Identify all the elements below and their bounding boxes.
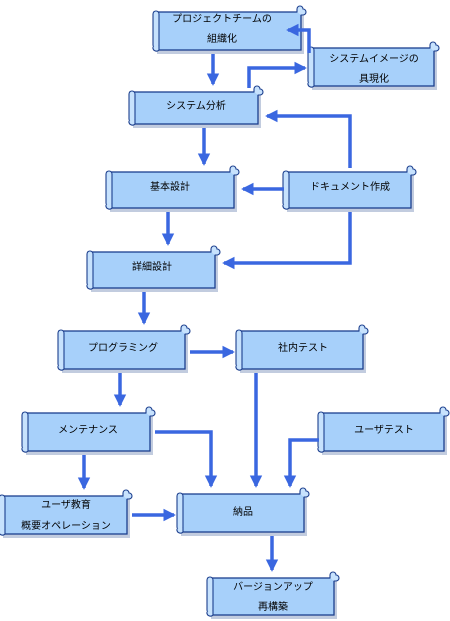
scroll-curl-top	[296, 5, 307, 16]
scroll-curl-bottom	[307, 81, 315, 88]
node-delivery: 納品	[176, 487, 310, 536]
scroll-curl-bottom	[176, 527, 184, 534]
scroll-roll-left	[317, 411, 325, 450]
scroll-curl-bottom	[57, 364, 65, 371]
arrow-user-test-to-delivery	[283, 438, 319, 488]
scroll-body	[0, 495, 128, 535]
scroll-body	[129, 91, 259, 125]
scroll-curl-bottom	[21, 446, 29, 453]
node-delivery-label: 納品	[233, 505, 253, 518]
scroll-curl-top	[253, 85, 264, 96]
scroll-curl-bottom	[235, 364, 243, 371]
scroll-curl-top	[210, 245, 221, 256]
scroll-curl-bottom	[0, 529, 6, 536]
scroll-roll-left	[57, 329, 65, 368]
node-basic-design: 基本設計	[105, 165, 240, 212]
node-programming-label: プログラミング	[88, 341, 158, 354]
arrow-system-image-to-project-team	[286, 23, 311, 53]
scroll-curl-top	[439, 406, 450, 417]
scroll-curl-top	[429, 41, 440, 52]
scroll-curl-bottom	[128, 119, 136, 126]
scroll-roll-left	[152, 10, 160, 49]
scroll-curl-bottom	[317, 446, 325, 453]
scroll-curl-bottom	[86, 283, 94, 290]
node-programming: プログラミング	[57, 324, 191, 373]
node-version-up: バージョンアップ 再構築	[206, 571, 340, 619]
scroll-curl-bottom	[282, 203, 290, 210]
arrow-maintenance-to-delivery	[155, 430, 218, 488]
scroll-body	[106, 171, 235, 209]
node-maintenance-label: メンテナンス	[58, 424, 118, 436]
scroll-curl-top	[229, 165, 240, 176]
node-internal-test-label: 社内テスト	[278, 341, 328, 354]
node-system-analysis-label: システム分析	[166, 99, 226, 112]
node-system-image: システムイメージの 具現化	[307, 41, 440, 90]
scroll-body	[207, 577, 335, 616]
arrow-document-creation-to-system-analysis	[265, 109, 352, 168]
node-version-up-label-1: バージョンアップ	[233, 581, 313, 593]
scroll-roll-left	[86, 250, 94, 287]
scroll-roll-left	[235, 329, 243, 368]
arrow-document-creation-to-detailed-design	[222, 212, 352, 270]
scroll-roll-left	[128, 90, 136, 123]
scroll-roll-left	[206, 576, 214, 614]
node-internal-test: 社内テスト	[235, 324, 369, 373]
scroll-curl-top	[358, 324, 369, 335]
node-user-training-label-1: ユーザ教育	[41, 498, 91, 511]
node-basic-design-label: 基本設計	[150, 180, 190, 193]
scroll-curl-bottom	[105, 203, 113, 210]
node-version-up-label-2: 再構築	[258, 600, 288, 613]
scroll-roll-left	[0, 494, 6, 533]
scroll-curl-top	[406, 165, 417, 176]
node-detailed-design-label: 詳細設計	[132, 260, 172, 273]
node-system-analysis: システム分析	[128, 85, 264, 128]
scroll-curl-top	[122, 489, 133, 500]
node-document-creation-label: ドキュメント作成	[310, 181, 390, 193]
scroll-curl-top	[299, 487, 310, 498]
scroll-body	[283, 171, 412, 209]
node-document-creation: ドキュメント作成	[282, 165, 417, 212]
node-user-training-label-2: 概要オペレーション	[21, 519, 111, 532]
scroll-body	[22, 412, 151, 452]
scroll-curl-top	[145, 406, 156, 417]
node-project-team-label-1: プロジェクトチームの	[172, 13, 272, 25]
scroll-curl-top	[329, 571, 340, 582]
node-maintenance: メンテナンス	[21, 406, 156, 455]
node-project-team: プロジェクトチームの 組織化	[152, 5, 307, 54]
scroll-roll-left	[176, 492, 184, 531]
scroll-curl-bottom	[206, 610, 214, 617]
node-system-image-label-1: システムイメージの	[329, 53, 419, 65]
scroll-body	[308, 47, 435, 87]
node-project-team-label-2: 組織化	[207, 32, 237, 45]
scroll-roll-left	[21, 411, 29, 450]
scroll-body	[153, 11, 302, 51]
node-user-test-label: ユーザテスト	[354, 424, 414, 436]
node-user-training: ユーザ教育 概要オペレーション	[0, 489, 133, 538]
scroll-curl-top	[180, 324, 191, 335]
scroll-body	[87, 251, 216, 289]
node-detailed-design: 詳細設計	[86, 245, 221, 292]
node-user-test: ユーザテスト	[317, 406, 450, 455]
scroll-roll-left	[105, 170, 113, 207]
scroll-body	[58, 330, 186, 370]
scroll-body	[236, 330, 364, 370]
scroll-curl-bottom	[152, 45, 160, 52]
node-system-image-label-2: 具現化	[359, 72, 389, 85]
arrow-system-analysis-to-system-image	[247, 61, 307, 88]
